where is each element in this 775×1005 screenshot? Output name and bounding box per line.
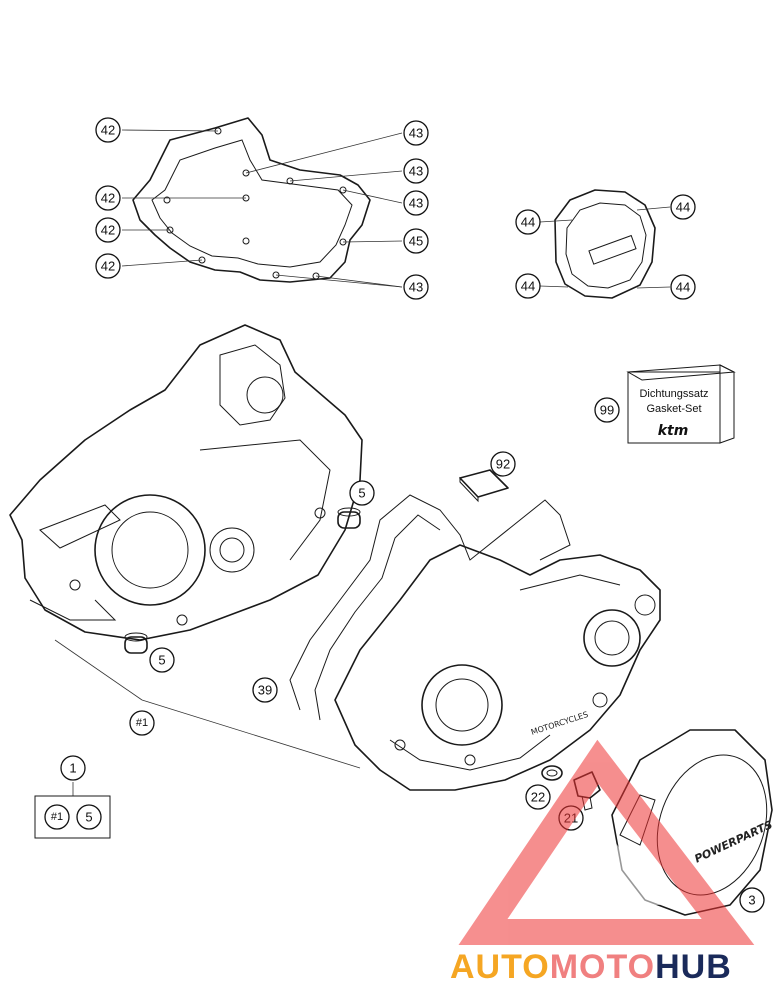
seal-ring (541, 765, 563, 781)
watermark-triangle-logo (458, 739, 755, 945)
watermark: AUTOMOTOHUB (450, 739, 755, 986)
callout-42-a: 42 (95, 117, 121, 143)
svg-text:5: 5 (85, 810, 92, 825)
svg-text:42: 42 (101, 123, 115, 138)
callout-1: 1 (60, 755, 86, 781)
gasket-bolt-holes (163, 127, 347, 280)
callout-kit-crankcase: #1 (44, 804, 70, 830)
gasket-set-title-de: Dichtungssatz (639, 388, 708, 400)
callout-43-d: 43 (403, 274, 429, 300)
clutch-cover-gasket (121, 117, 403, 288)
cover-plate (459, 469, 509, 503)
crankcase-gasket (289, 494, 571, 721)
callout-kit-5: 5 (76, 804, 102, 830)
callout-43-a: 43 (403, 120, 429, 146)
callout-43-c: 43 (403, 190, 429, 216)
crankcase-text: MOTORCYCLES (530, 710, 589, 737)
svg-text:43: 43 (409, 164, 423, 179)
ktm-logo: ktm (658, 423, 689, 439)
svg-text:43: 43 (409, 280, 423, 295)
callout-45: 45 (403, 228, 429, 254)
gasket-leader-lines (121, 129, 403, 288)
crankcase-right: MOTORCYCLES (334, 544, 661, 791)
svg-text:#1: #1 (136, 717, 148, 729)
callout-39: 39 (252, 677, 278, 703)
svg-text:44: 44 (676, 280, 690, 295)
callout-22: 22 (525, 784, 551, 810)
crankcase-left (9, 324, 363, 641)
watermark-hub: HUB (655, 948, 732, 986)
svg-text:43: 43 (409, 196, 423, 211)
watermark-moto: MOTO (550, 948, 655, 986)
svg-text:22: 22 (531, 790, 545, 805)
svg-text:44: 44 (676, 200, 690, 215)
svg-text:42: 42 (101, 223, 115, 238)
callout-42-c: 42 (95, 217, 121, 243)
gasket-set-title-en: Gasket-Set (646, 403, 701, 415)
callout-99: 99 (594, 397, 620, 423)
gasket-set-box: Dichtungssatz Gasket-Set ktm (626, 364, 736, 444)
svg-text:1: 1 (69, 761, 76, 776)
callout-44-d: 44 (670, 274, 696, 300)
svg-text:5: 5 (358, 486, 365, 501)
dowel-sleeve-lower (124, 632, 148, 654)
svg-text:3: 3 (748, 893, 755, 908)
callout-44-c: 44 (515, 273, 541, 299)
svg-text:42: 42 (101, 259, 115, 274)
callout-43-b: 43 (403, 158, 429, 184)
svg-text:39: 39 (258, 683, 272, 698)
svg-text:#1: #1 (51, 811, 63, 823)
callout-42-b: 42 (95, 185, 121, 211)
callout-44-a: 44 (515, 209, 541, 235)
callout-5-lower: 5 (149, 647, 175, 673)
callout-3: 3 (739, 887, 765, 913)
svg-text:99: 99 (600, 403, 614, 418)
svg-text:42: 42 (101, 191, 115, 206)
callout-5-upper: 5 (349, 480, 375, 506)
svg-text:45: 45 (409, 234, 423, 249)
watermark-auto: AUTO (450, 948, 550, 986)
watermark-text: AUTOMOTOHUB (450, 948, 732, 986)
assembly-bracket-lines (54, 639, 361, 769)
svg-text:5: 5 (158, 653, 165, 668)
svg-text:44: 44 (521, 279, 535, 294)
callout-42-d: 42 (95, 253, 121, 279)
svg-text:43: 43 (409, 126, 423, 141)
ignition-cover (539, 189, 671, 299)
kit-reference-box (34, 782, 111, 839)
dowel-sleeve-upper (337, 507, 361, 529)
svg-text:44: 44 (521, 215, 535, 230)
callout-92: 92 (490, 451, 516, 477)
callout-crankcase-assembly: #1 (129, 710, 155, 736)
callout-44-b: 44 (670, 194, 696, 220)
svg-text:92: 92 (496, 457, 510, 472)
